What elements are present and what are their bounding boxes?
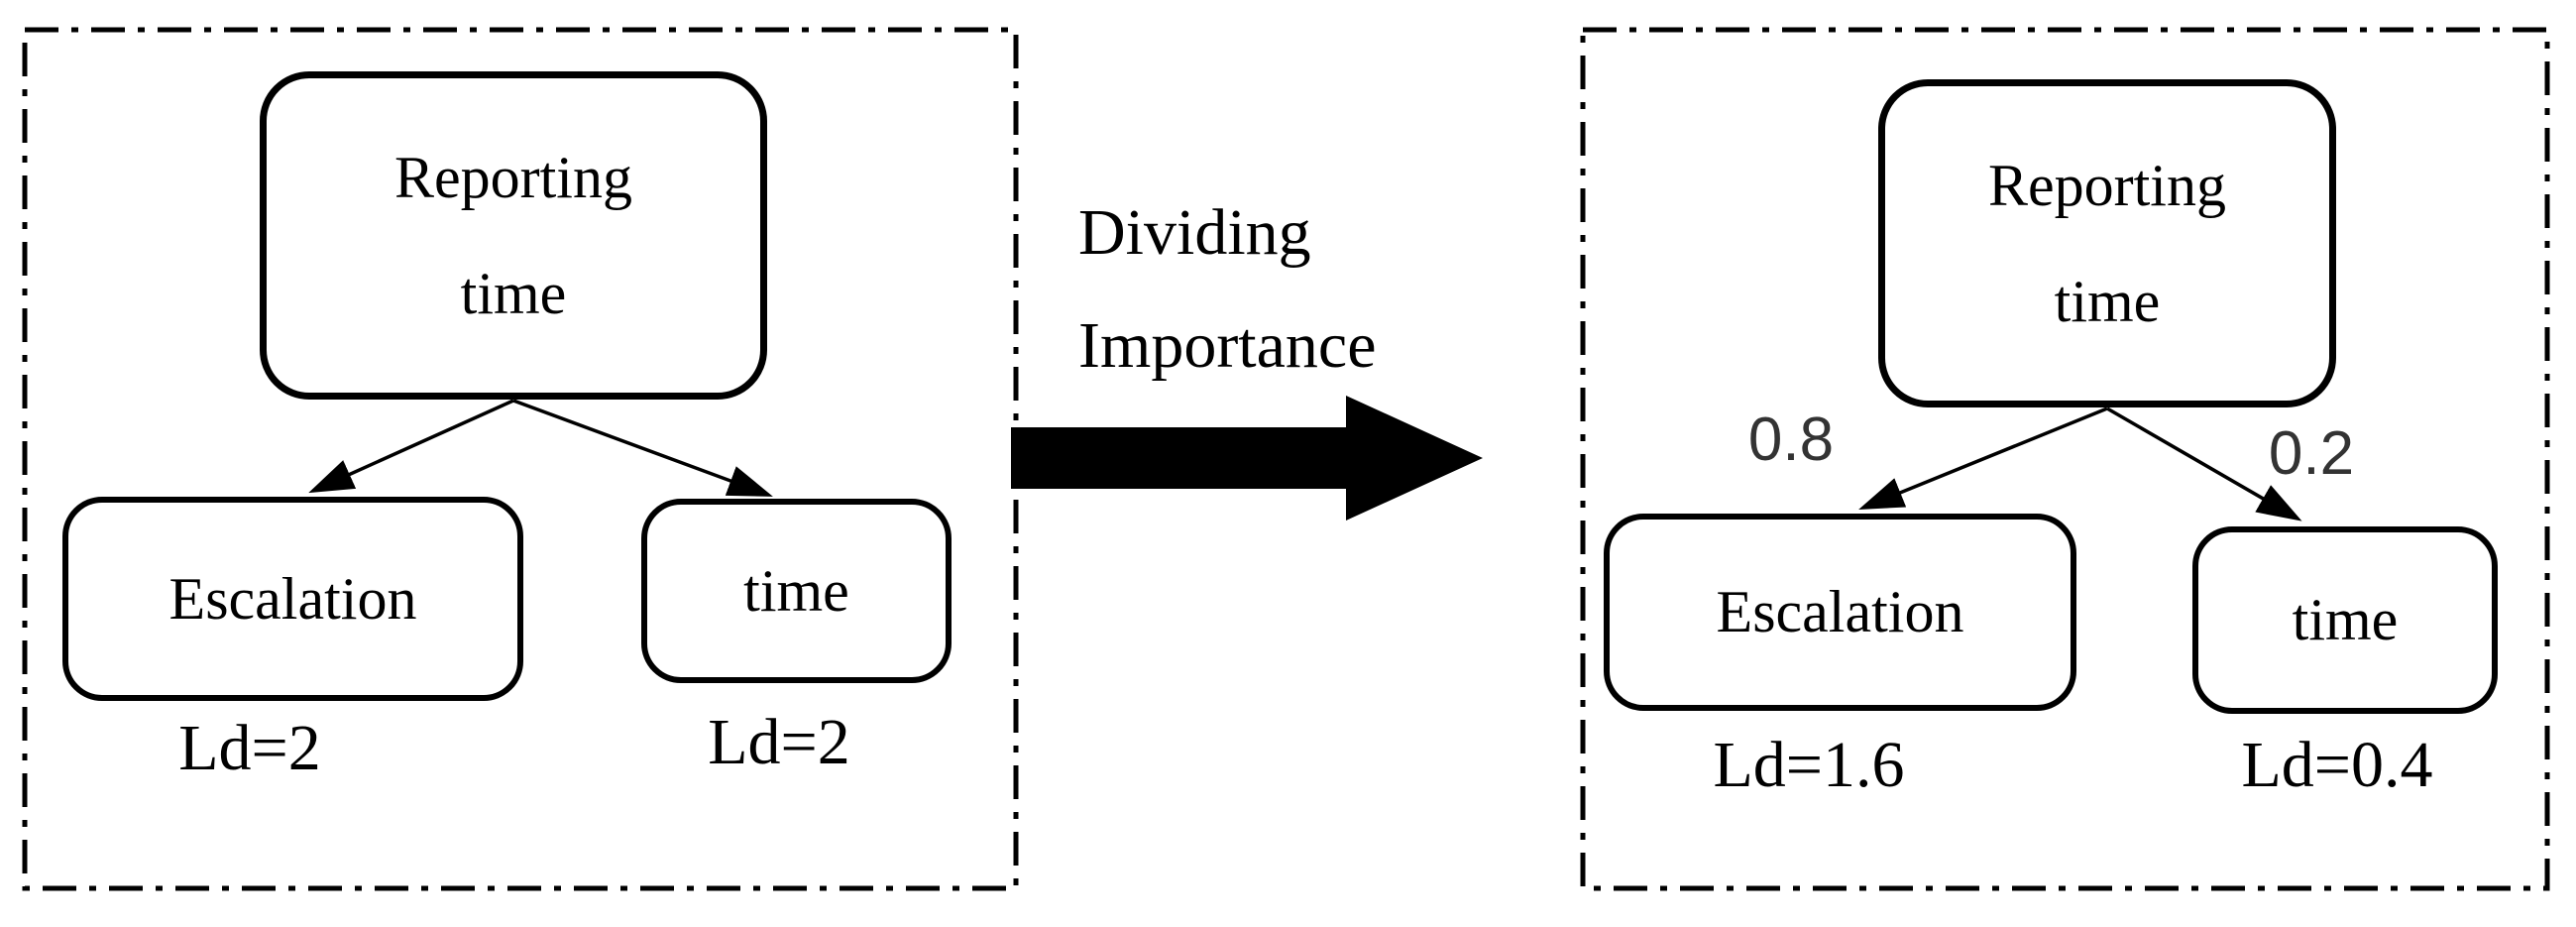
right-time-edge-weight: 0.2 — [2268, 419, 2355, 488]
right-child-escalation-label: Escalation — [1716, 579, 1964, 644]
left-edge-to-escalation — [308, 399, 514, 494]
left-child-time-node: time — [641, 499, 952, 683]
right-child-time-label: time — [2292, 587, 2399, 652]
transform-caption: Dividing Importance — [1078, 196, 1377, 382]
right-child-time-node: time — [2192, 526, 2498, 714]
left-root-node: Reporting time — [260, 71, 767, 400]
transform-arrow-icon — [1011, 396, 1483, 521]
left-escalation-ld-label: Ld=2 — [178, 712, 321, 784]
left-edge-to-time — [512, 399, 773, 497]
right-root-node: Reporting time — [1878, 79, 2336, 407]
left-time-ld-label: Ld=2 — [708, 706, 850, 778]
right-root-label: Reporting time — [1988, 152, 2226, 334]
left-child-time-label: time — [743, 557, 849, 624]
right-time-ld-label: Ld=0.4 — [2241, 729, 2433, 801]
right-escalation-edge-weight: 0.8 — [1747, 406, 1835, 474]
left-child-escalation-label: Escalation — [168, 565, 417, 632]
left-root-label: Reporting time — [394, 144, 632, 326]
left-child-escalation-node: Escalation — [62, 497, 523, 701]
right-escalation-ld-label: Ld=1.6 — [1713, 729, 1905, 801]
right-child-escalation-node: Escalation — [1604, 514, 2076, 711]
